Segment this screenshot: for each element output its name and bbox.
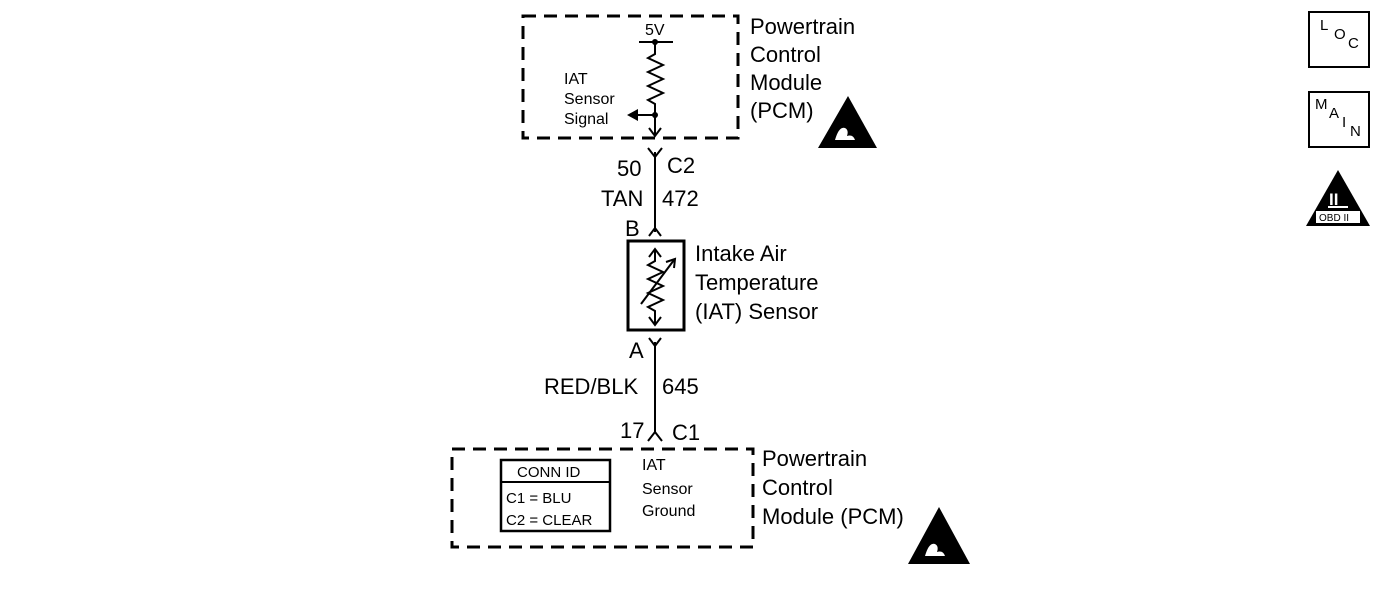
- main-letter-m: M: [1315, 96, 1328, 113]
- variable-resistor-slash: [640, 259, 675, 305]
- main-button[interactable]: M A I N: [1308, 91, 1370, 148]
- connector-c1-id: C1: [672, 420, 700, 445]
- obd-ii-icon[interactable]: II OBD II: [1306, 170, 1370, 226]
- pcm-bottom-module: CONN ID C1 = BLU C2 = CLEAR IAT Sensor G…: [450, 446, 970, 564]
- esd-warning-icon: [818, 96, 877, 148]
- pullup-resistor-icon: [645, 42, 666, 115]
- pcm-top-dashed-border: [521, 14, 740, 140]
- wire-top: TAN 472: [601, 152, 699, 232]
- sensor-pin-b-symbol: [648, 226, 662, 237]
- conn-id-header: CONN ID: [517, 464, 581, 481]
- signal-label-line-2: Sensor: [564, 91, 615, 108]
- signal-label-line-3: Signal: [564, 111, 608, 128]
- conn-id-table-border: [499, 458, 612, 533]
- thermistor-icon: [645, 249, 666, 325]
- ground-label-line-1: IAT: [642, 457, 666, 474]
- thermistor-down-arrow-icon: [648, 316, 662, 327]
- connector-c2: 50 C2: [617, 147, 695, 181]
- connector-c2-pin: 50: [617, 156, 641, 181]
- signal-arrow-icon: [627, 109, 638, 121]
- pcm-top-title-line-1: Powertrain: [750, 14, 855, 39]
- conn-id-table: CONN ID C1 = BLU C2 = CLEAR: [499, 458, 612, 533]
- connector-c1-symbol: [647, 430, 663, 442]
- pcm-bottom-title-line-2: Control: [762, 475, 833, 500]
- pcm-top-module: 5V IAT Sensor Signal Powertrain Control …: [521, 14, 877, 148]
- loc-letter-c: C: [1348, 35, 1359, 52]
- pcm-bottom-title-line-1: Powertrain: [762, 446, 867, 471]
- ground-label-line-2: Sensor: [642, 481, 693, 498]
- wire-bottom-color: RED/BLK: [544, 374, 638, 399]
- connector-c2-id: C2: [667, 153, 695, 178]
- sensor-pin-a: A: [629, 338, 644, 363]
- supply-voltage-label: 5V: [645, 22, 665, 39]
- main-letter-i: I: [1342, 114, 1347, 131]
- pcm-top-title-line-4: (PCM): [750, 98, 814, 123]
- conn-id-row-2: C2 = CLEAR: [506, 512, 592, 529]
- wire-top-color: TAN: [601, 186, 643, 211]
- signal-label-line-1: IAT: [564, 71, 588, 88]
- pcm-top-down-arrow-icon: [648, 127, 662, 138]
- main-letter-a: A: [1329, 105, 1340, 122]
- esd-warning-icon-bottom: [908, 507, 970, 564]
- conn-id-row-1: C1 = BLU: [506, 490, 571, 507]
- connector-c1-pin: 17: [620, 418, 644, 443]
- sensor-name-line-2: Temperature: [695, 270, 819, 295]
- wire-top-circuit: 472: [662, 186, 699, 211]
- pcm-bottom-dashed-border: [450, 447, 755, 549]
- sensor-name-line-3: (IAT) Sensor: [695, 299, 818, 324]
- loc-letter-o: O: [1334, 26, 1346, 43]
- sensor-pin-b: B: [625, 216, 640, 241]
- sensor-body: [626, 239, 686, 332]
- ground-label-line-3: Ground: [642, 503, 695, 520]
- variable-arrow-icon: [665, 257, 677, 269]
- wire-bottom: RED/BLK 645: [544, 342, 699, 432]
- pcm-top-title-line-3: Module: [750, 70, 822, 95]
- pcm-bottom-title-line-3: Module (PCM): [762, 504, 904, 529]
- main-letter-n: N: [1350, 123, 1361, 140]
- loc-button[interactable]: L O C: [1308, 11, 1370, 68]
- connector-c1: 17 C1: [620, 418, 700, 445]
- pcm-top-title-line-2: Control: [750, 42, 821, 67]
- wire-bottom-circuit: 645: [662, 374, 699, 399]
- obd-label: OBD II: [1319, 213, 1349, 224]
- sensor-name-line-1: Intake Air: [695, 241, 787, 266]
- loc-letter-l: L: [1320, 17, 1329, 34]
- iat-sensor: B Intake Air Temperature (IAT) Sensor A: [625, 216, 819, 363]
- obd-numeral: II: [1329, 190, 1338, 209]
